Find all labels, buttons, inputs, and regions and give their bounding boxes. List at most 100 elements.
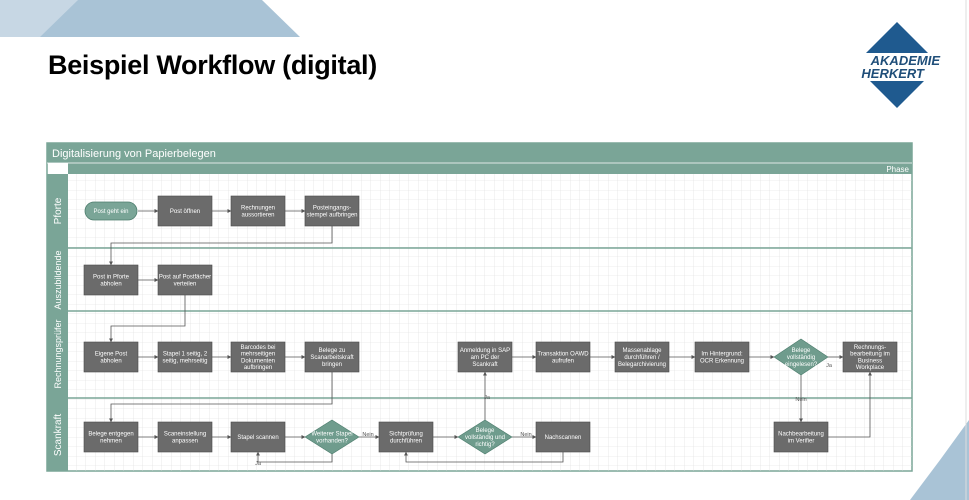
decision-diamond [773, 338, 829, 376]
top-left-bar [0, 0, 300, 37]
node-label: Scaneinstellung [164, 432, 206, 438]
node-label: Sichtprüfung [389, 432, 423, 438]
node-post-geht-ein: Post geht ein [84, 201, 138, 221]
node-label: richtig? [475, 442, 495, 448]
lane-label-auszubildende: Auszubildende [53, 250, 63, 309]
node-label: Rechnungen [241, 206, 275, 212]
connector-arrow [109, 226, 333, 266]
edge-label-nein-1: Nein [362, 432, 373, 438]
node-barcodes: Barcodes beimehrseitigenDokumentenaufbri… [230, 341, 286, 373]
process-box [535, 421, 591, 453]
process-box [157, 264, 213, 296]
node-label: durchführen / [624, 355, 660, 361]
node-label: anpassen [172, 438, 198, 444]
node-label: Stapel scannen [237, 435, 278, 441]
node-label: aufbringen [244, 365, 272, 371]
connector-arrow [828, 371, 872, 438]
process-box [694, 341, 750, 373]
logo-line1: AKADEMIE [870, 53, 941, 68]
node-label: Scanarbeitskraft [310, 355, 354, 361]
lane-label-scankraft: Scankraft [53, 414, 64, 456]
node-label: Weiterer Stapel [311, 432, 352, 438]
node-post-oeffnen: Post öffnen [157, 195, 213, 227]
node-label: bringen [322, 362, 342, 368]
node-label: abholen [100, 281, 121, 287]
edge-label-nein-2: Nein [520, 432, 531, 438]
decision-diamond [457, 419, 513, 455]
process-box [83, 341, 139, 373]
lane-header-rechnungspruefer [47, 311, 68, 398]
node-label: Post in Pforte [93, 275, 130, 281]
node-label: Nachbearbeitung [778, 432, 824, 438]
process-box [83, 264, 139, 296]
node-nachscannen: Nachscannen [535, 421, 591, 453]
lane-auszubildende: Auszubildende [47, 248, 912, 312]
node-label: aufrufen [552, 358, 574, 364]
logo-line2: HERKERT [861, 66, 925, 81]
node-label: Belege entgegen [88, 432, 133, 438]
edge-label-ja-3: Ja [826, 363, 833, 369]
edge-label-nein-3: Nein [795, 397, 806, 403]
node-label: am PC der [471, 355, 500, 361]
edge-label-ja-1: Ja [255, 461, 262, 467]
start-event [84, 201, 138, 221]
node-label: eingelesen? [785, 362, 818, 368]
pool-header [47, 143, 912, 163]
edge-label-ja-2: Ja [484, 395, 491, 401]
node-label: Stapel 1 seitig, 2 [163, 352, 208, 358]
bottom-right-bar [910, 420, 969, 500]
connector-arrow [404, 451, 564, 463]
connector-arrow [109, 295, 186, 343]
process-box [304, 341, 360, 373]
node-label: Business [858, 358, 882, 364]
process-box [773, 421, 829, 453]
node-label: bearbeitung im [850, 352, 890, 358]
process-box [157, 341, 213, 373]
lane-header-scankraft [47, 398, 68, 471]
lane-pforte: Pforte [47, 174, 912, 249]
node-label: Posteingangs- [313, 206, 351, 212]
top-left-bar-dark [0, 0, 78, 37]
process-box [535, 341, 591, 373]
node-rechnungsbearbeitung: Rechnungs-bearbeitung imBusinessWorkplac… [842, 341, 898, 373]
lane-header-auszubildende [47, 248, 68, 311]
node-label: stempel aufbringen [306, 212, 357, 218]
node-label: Im Hintergrund: [701, 352, 743, 358]
decision-diamond [304, 419, 360, 455]
node-label: im Verifier [788, 438, 815, 444]
process-box [230, 421, 286, 453]
node-label: vollständig und [465, 435, 505, 441]
node-label: Belege zu [319, 348, 346, 354]
node-label: Belege [792, 348, 811, 354]
node-label: vorhanden? [316, 438, 348, 444]
node-label: Rechnungs- [854, 345, 886, 351]
node-label: durchführen [390, 438, 422, 444]
node-label: abholen [100, 358, 121, 364]
connectors [109, 209, 872, 463]
nodes: Post geht ein Post öffnen Rechnungenaussor… [83, 195, 898, 455]
node-label: Workplace [856, 365, 885, 371]
node-stapel-scannen: Stapel scannen [230, 421, 286, 453]
node-label: Post geht ein [93, 209, 128, 215]
node-label: Post auf Postfächer [159, 275, 211, 281]
node-label: aussortieren [241, 212, 274, 218]
process-box [157, 421, 213, 453]
